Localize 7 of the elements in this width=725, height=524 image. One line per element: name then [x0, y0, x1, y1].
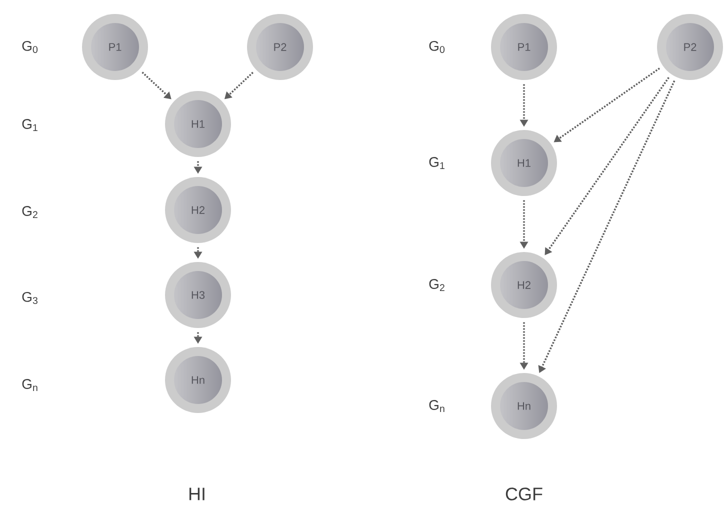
panel-title: CGF [506, 488, 542, 500]
generation-label: G$_{n}$ [22, 379, 38, 391]
panel-title: HI [189, 488, 204, 500]
arrow [142, 72, 172, 100]
generation-label: G$_{2}$ [22, 206, 38, 218]
generation-label: G$_{1}$ [22, 119, 38, 131]
generation-label: G$_{3}$ [22, 292, 38, 304]
